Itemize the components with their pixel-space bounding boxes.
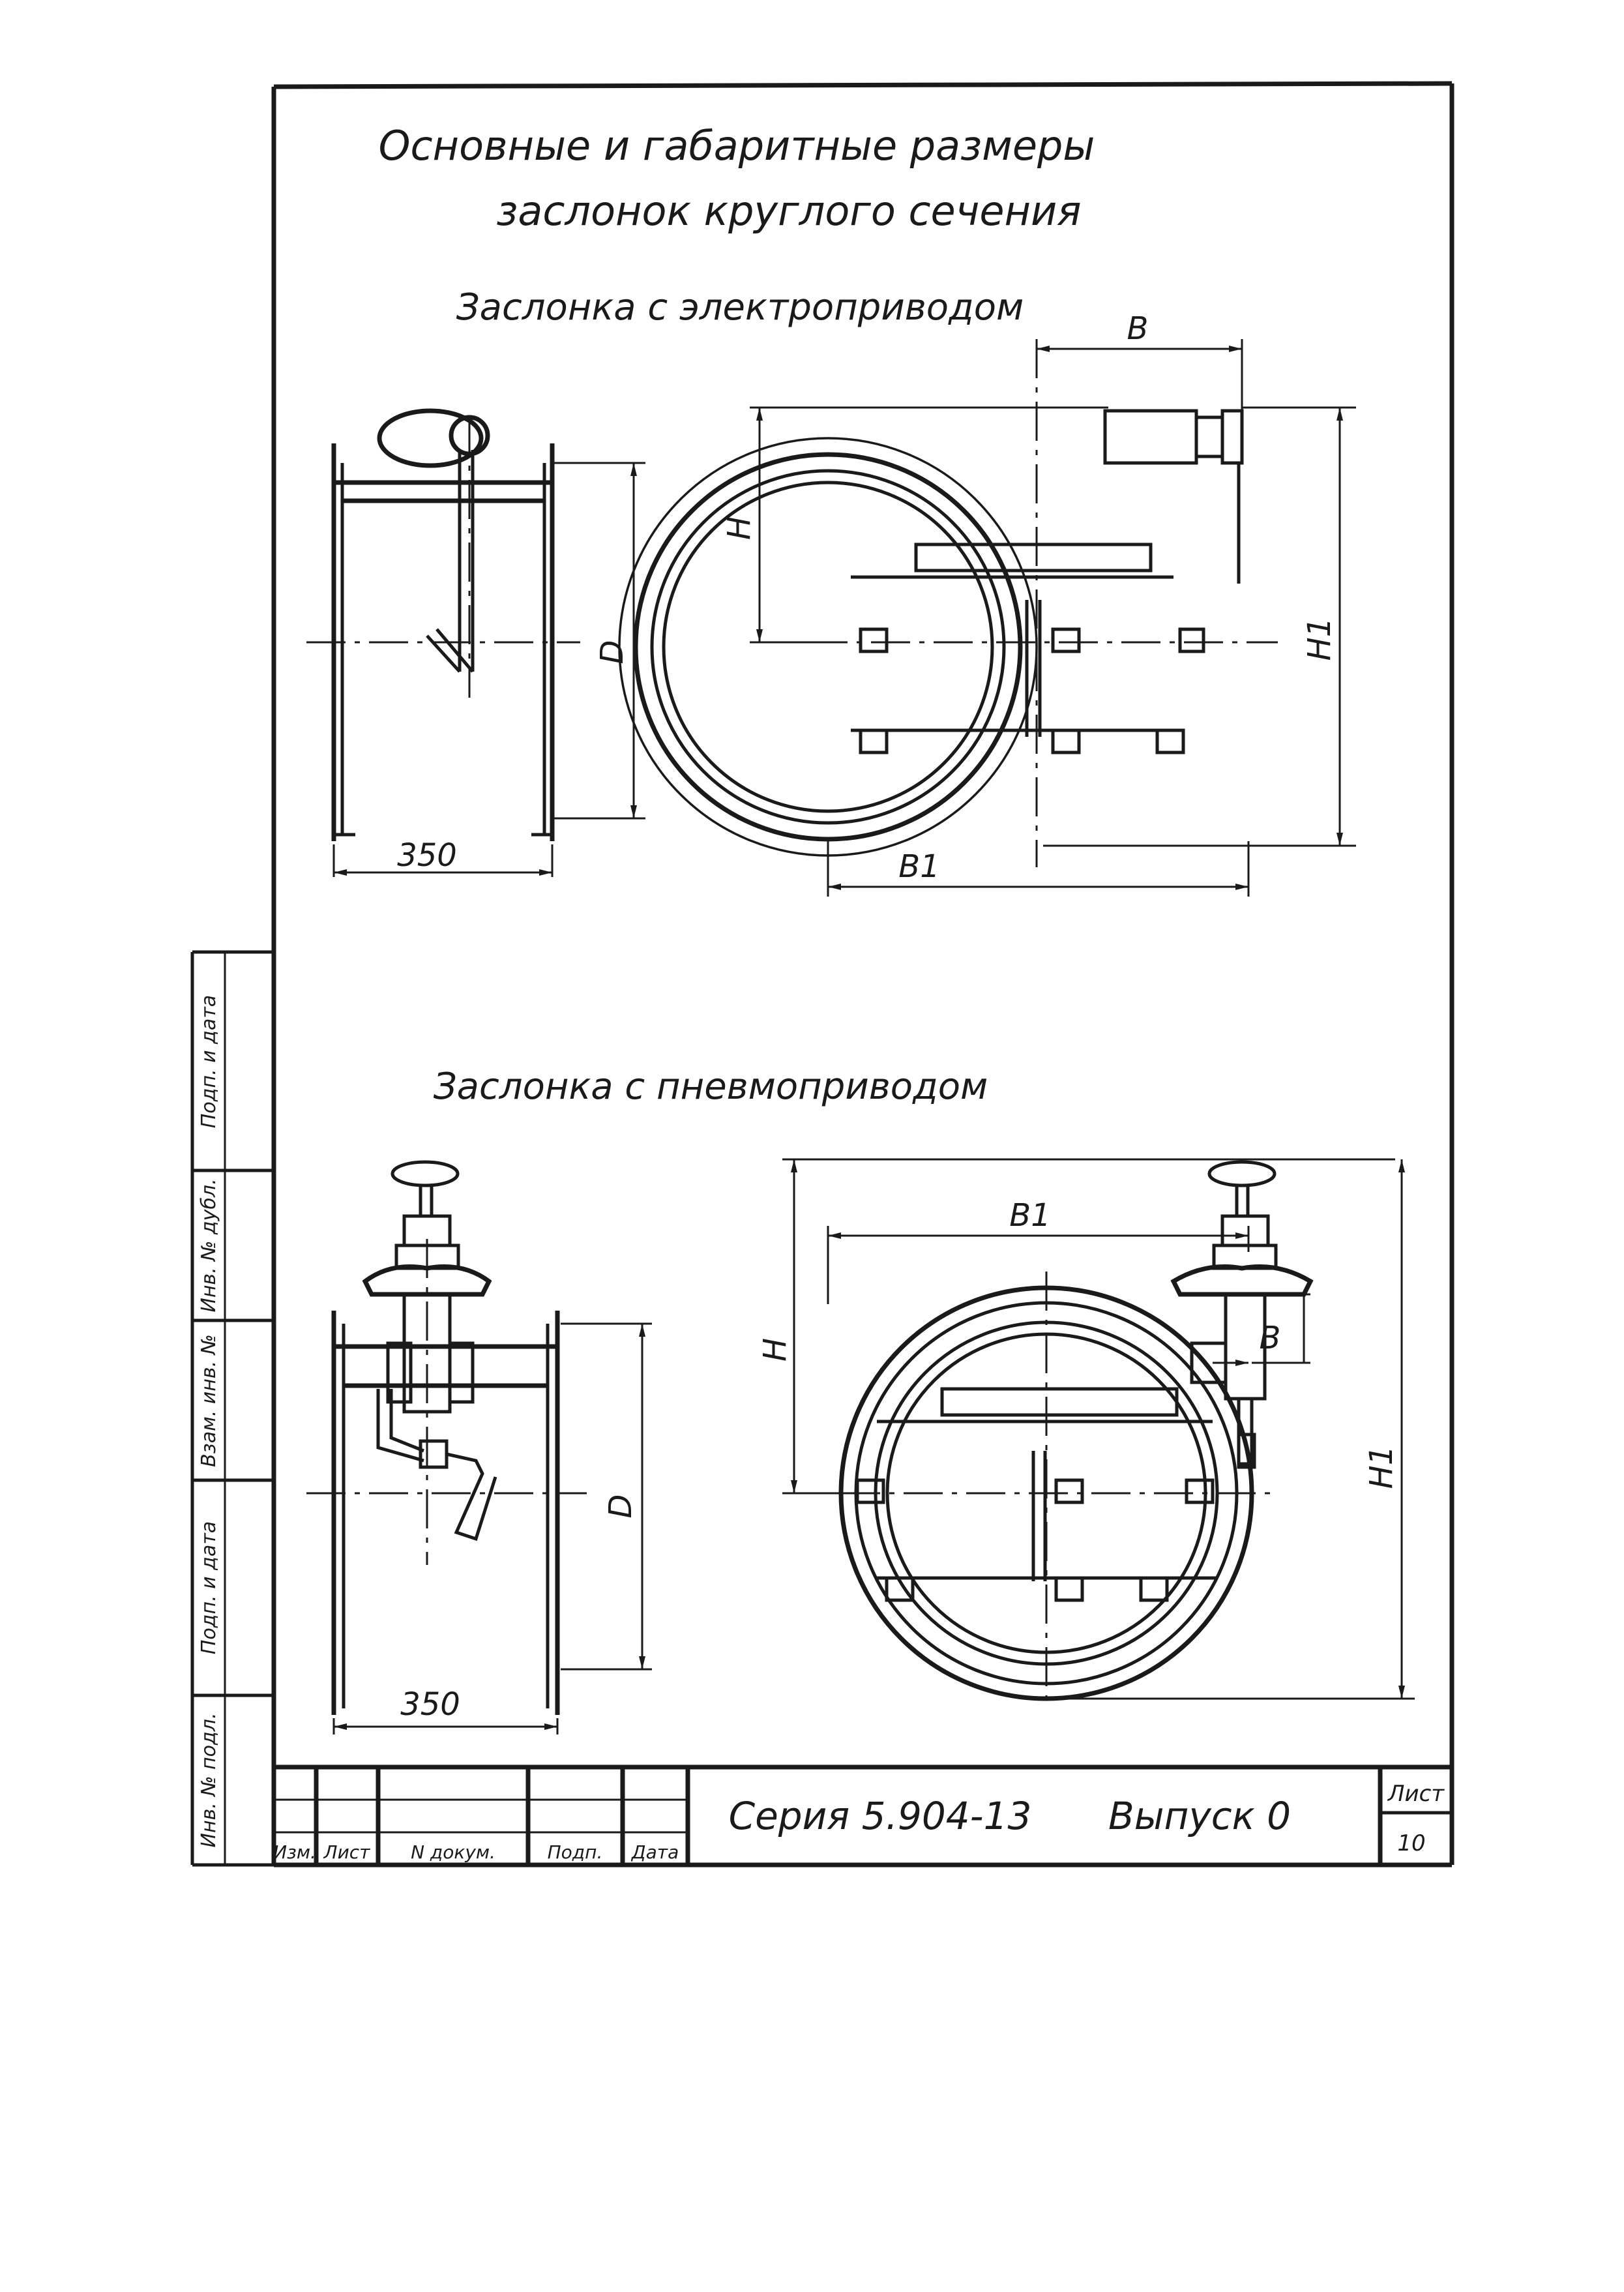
drawing-frame <box>271 81 1454 1868</box>
title-block-series: Серия 5.904-13 <box>729 1794 1032 1838</box>
section-1-front-offset-label: B <box>1127 310 1149 347</box>
section-1-front-overall-height-label: H1 <box>1301 618 1338 661</box>
drawing-title-line-2: заслонок круглого сечения <box>496 187 1081 235</box>
left-margin-stamp <box>190 950 274 1867</box>
section-1-front-view <box>618 339 1356 897</box>
section-2-caption: Заслонка с пневмоприводом <box>434 1065 988 1108</box>
margin-label-dup-inv: Инв. № дубл. <box>198 1178 220 1312</box>
section-1-side-view <box>306 408 645 877</box>
section-2-front-view <box>782 1158 1415 1708</box>
title-block-col-date: Дата <box>630 1841 679 1863</box>
margin-label-replace-inv: Взам. инв. № <box>198 1334 220 1467</box>
margin-label-sign-date-bottom: Подп. и дата <box>198 1521 220 1654</box>
margin-label-sign-date-top: Подп. и дата <box>198 995 220 1128</box>
section-2-side-width-label: 350 <box>400 1686 460 1723</box>
section-2-front-overall-height-label: H1 <box>1363 1446 1400 1489</box>
section-2-side-height-label: D <box>602 1495 639 1519</box>
title-block-col-doc-no: N докум. <box>411 1841 495 1863</box>
section-1-front-height-label: H <box>721 516 758 540</box>
section-2-side-view <box>306 1160 652 1734</box>
section-2-front-width-label: B1 <box>1009 1197 1050 1234</box>
title-block-sheet-label: Лист <box>1387 1781 1445 1807</box>
title-block <box>274 1764 1452 1865</box>
section-2-front-offset-label: B <box>1260 1320 1281 1356</box>
section-2-front-height-label: H <box>757 1338 793 1362</box>
title-block-col-list: Лист <box>323 1841 371 1863</box>
title-block-col-sign: Подп. <box>548 1841 603 1863</box>
section-1-side-height-label: D <box>594 640 630 664</box>
title-block-sheet-number: 10 <box>1397 1830 1425 1856</box>
margin-label-orig-inv: Инв. № подл. <box>198 1713 220 1848</box>
title-block-col-izm: Изм. <box>273 1841 316 1863</box>
section-1-caption: Заслонка с электроприводом <box>456 286 1024 329</box>
drawing-title-line-1: Основные и габаритные размеры <box>379 122 1095 170</box>
section-1-front-width-label: B1 <box>898 848 939 885</box>
section-1-side-width-label: 350 <box>397 837 457 874</box>
title-block-issue: Выпуск 0 <box>1108 1794 1291 1838</box>
